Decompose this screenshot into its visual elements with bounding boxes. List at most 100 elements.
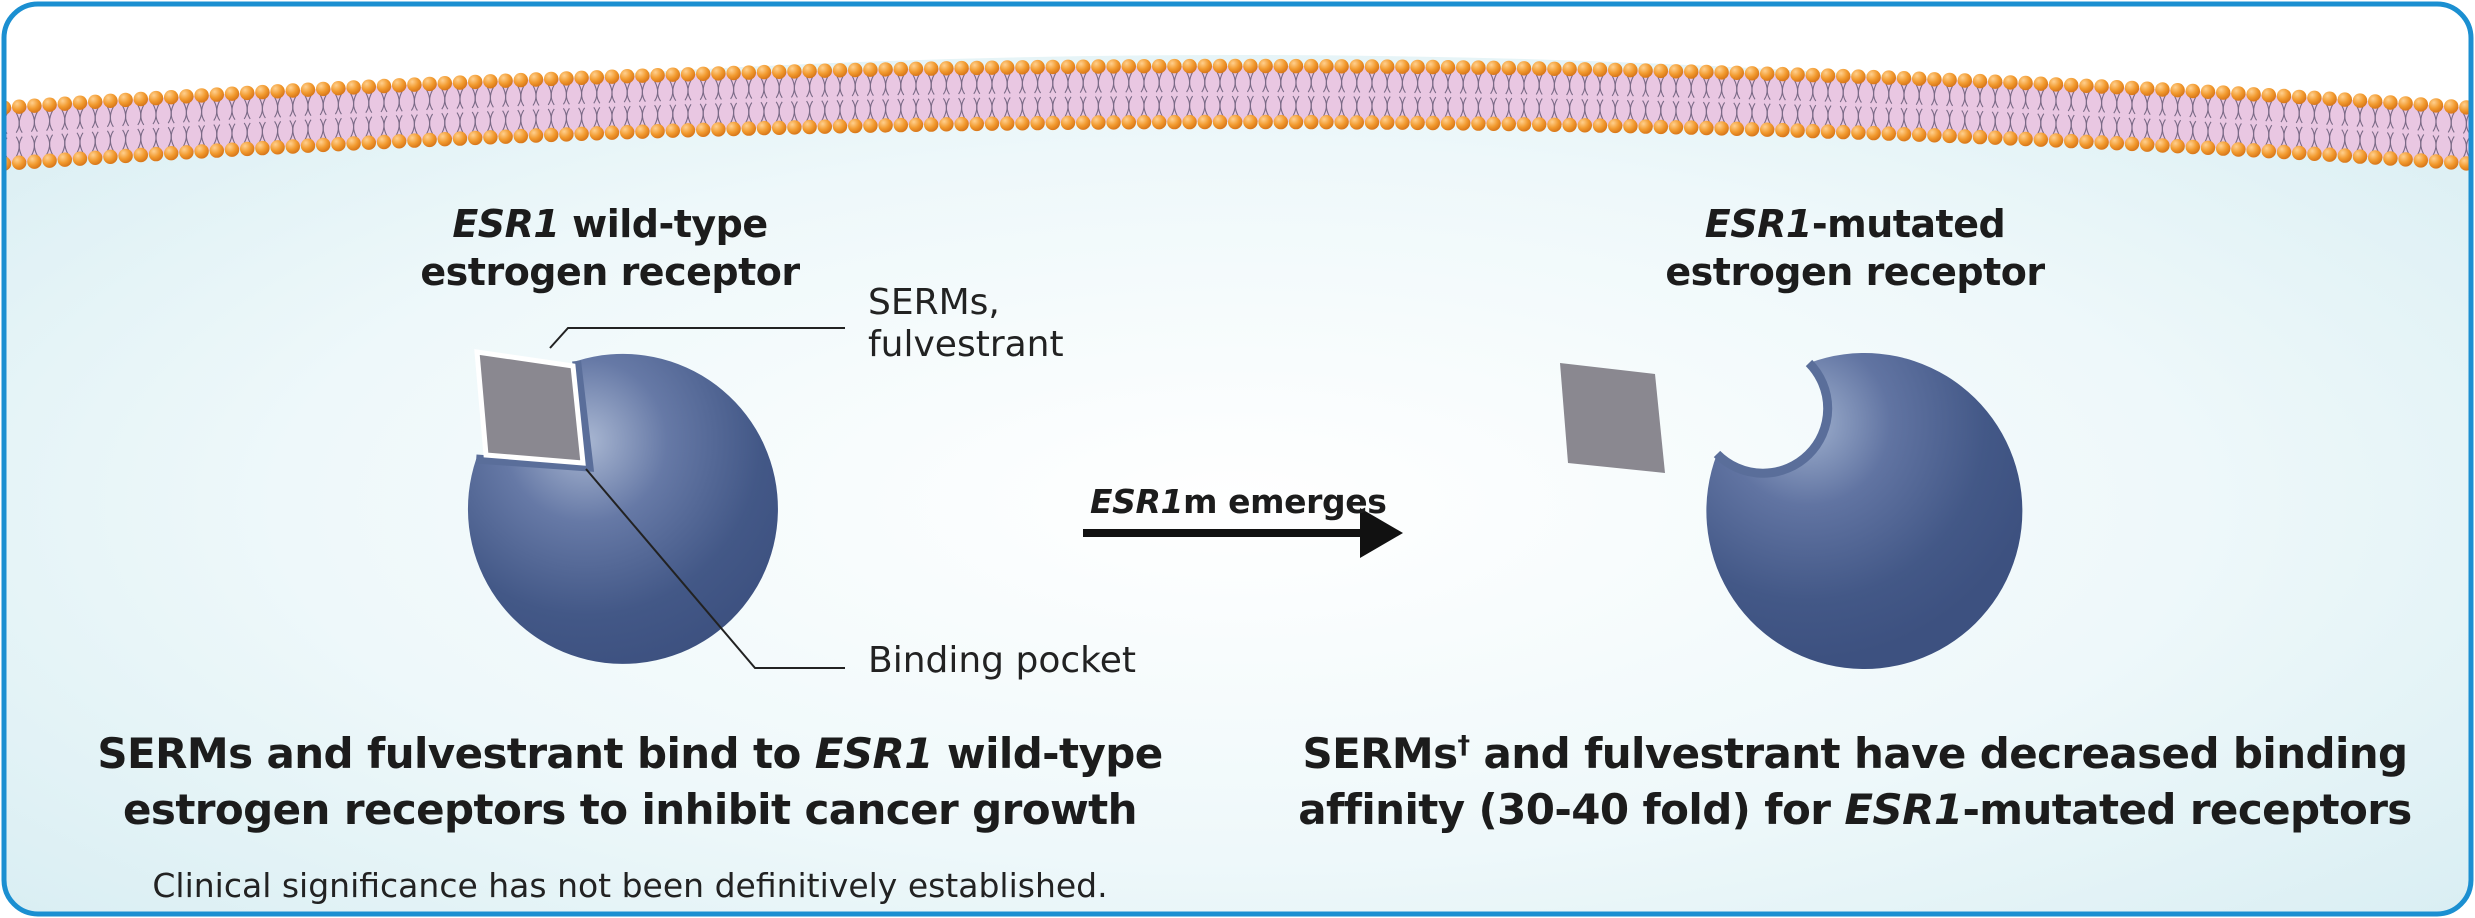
lipid-head [179,89,194,104]
lipid-head [1273,114,1289,130]
lipid-head [1957,73,1973,88]
lipid-head [2124,80,2140,96]
lipid-head [1167,58,1182,74]
lipid-tail [201,101,206,146]
drug-callout: SERMs, fulvestrant [868,282,1064,366]
transition-arrow [1083,508,1403,558]
lipid-tail [596,82,601,128]
lipid-tail [945,74,950,119]
lipid-head [1152,115,1167,130]
lipid-head [2185,139,2200,155]
lipid-head [1380,115,1395,130]
lipid-tail [1721,78,1726,123]
lipid-head [756,120,772,136]
mutated-title-gene: ESR1 [1704,202,1813,246]
lipid-head [1881,70,1897,85]
lipid-head [863,118,878,133]
lipid-head [2155,82,2170,97]
cell-membrane [4,58,2471,171]
lipid-head [1896,127,1912,142]
lipid-head [589,126,604,141]
lipid-head [2018,75,2033,91]
lipid-tail [185,102,190,147]
lipid-head [1091,115,1106,130]
lipid-tail [641,81,646,126]
lipid-head [72,95,88,110]
lipid-head [1516,61,1532,76]
lipid-head [1076,59,1091,74]
lipid-tail [79,108,84,154]
lipid-head [2383,151,2398,166]
wild-type-caption-gene: ESR1 [814,729,934,778]
lipid-tail [1113,72,1118,117]
lipid-head [392,134,407,149]
lipid-head [513,72,528,88]
lipid-tail [2161,95,2166,140]
lipid-head [1425,59,1441,75]
lipid-head [1805,67,1821,83]
lipid-tail [824,76,829,121]
lipid-head [1790,67,1805,82]
lipid-tail [1979,86,1984,132]
lipid-head [1456,60,1471,75]
mutated-receptor-sphere [1706,352,2023,669]
wild-type-receptor [467,327,845,669]
lipid-head [2322,91,2337,106]
lipid-head [255,140,270,156]
lipid-head [863,62,878,77]
lipid-tail [1569,74,1574,120]
lipid-head [1623,62,1638,78]
lipid-head [802,63,817,79]
lipid-head [2140,81,2155,96]
lipid-head [240,85,255,101]
lipid-head [1106,59,1121,74]
mutated-caption-1a: SERMs [1302,729,1458,778]
lipid-head [1364,115,1380,130]
lipid-tail [2435,111,2440,156]
lipid-tail [1325,71,1330,117]
lipid-head [544,71,559,87]
arrow-label-gene: ESR1 [1090,482,1184,521]
lipid-head [1000,116,1015,131]
lipid-tail [1462,73,1467,118]
lipid-head [1729,65,1745,81]
wild-type-caption-1b: wild-type [932,729,1163,778]
lipid-head [1425,115,1441,131]
lipid-tail [550,84,555,130]
lipid-tail [109,106,114,152]
lipid-head [300,138,316,153]
lipid-head [2170,83,2185,98]
lipid-head [2033,132,2048,147]
mutated-caption-2a: affinity (30-40 fold) for [1298,785,1845,834]
lipid-tail [125,105,130,151]
lipid-tail [1857,82,1862,127]
lipid-head [285,139,300,154]
lipid-head [544,127,559,143]
lipid-head [361,135,376,150]
lipid-head [1304,114,1319,130]
lipid-tail [170,102,175,148]
lipid-tail [1386,72,1391,117]
lipid-head [1714,65,1729,80]
pocket-callout: Binding pocket [868,640,1136,681]
lipid-tail [1614,75,1619,121]
lipid-head [1684,64,1699,79]
lipid-tail [2374,107,2379,152]
lipid-head [1547,61,1562,76]
lipid-tail [2207,97,2212,143]
lipid-tail [1523,73,1528,119]
lipid-tail [1964,86,1969,131]
lipid-tail [854,75,859,121]
lipid-head [924,117,939,132]
lipid-head [2003,131,2018,146]
lipid-tail [474,87,479,133]
lipid-head [741,65,756,80]
lipid-tail [2268,100,2273,146]
lipid-tail [1265,71,1270,117]
lipid-head [300,82,316,97]
lipid-tail [1994,87,1999,133]
lipid-tail [1143,71,1148,117]
lipid-head [1197,114,1213,130]
lipid-head [1501,116,1517,132]
lipid-tail [2329,104,2334,149]
